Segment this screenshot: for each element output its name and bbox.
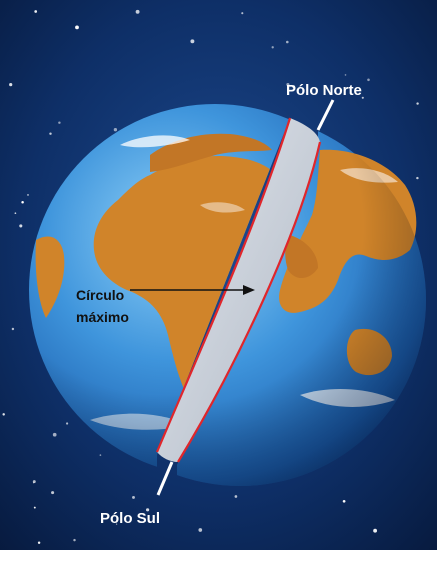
axis-north-segment bbox=[316, 99, 335, 131]
star bbox=[113, 128, 118, 132]
star bbox=[27, 193, 29, 196]
star bbox=[416, 176, 419, 180]
star bbox=[361, 96, 364, 99]
star bbox=[292, 85, 295, 88]
star bbox=[342, 499, 346, 503]
north-pole-label: Pólo Norte bbox=[286, 82, 362, 99]
stars bbox=[2, 9, 419, 545]
star bbox=[286, 82, 290, 87]
star bbox=[66, 422, 69, 425]
star bbox=[198, 528, 203, 532]
star bbox=[416, 102, 419, 105]
axis-south-segment bbox=[156, 461, 174, 496]
star bbox=[135, 9, 140, 14]
star bbox=[52, 432, 57, 437]
star bbox=[73, 538, 76, 542]
star bbox=[32, 482, 35, 484]
star bbox=[146, 508, 150, 512]
star bbox=[286, 40, 289, 44]
star bbox=[241, 12, 244, 15]
star bbox=[21, 200, 24, 204]
star bbox=[49, 132, 52, 135]
star bbox=[19, 224, 23, 228]
star bbox=[271, 46, 274, 49]
star bbox=[373, 528, 377, 533]
star bbox=[115, 523, 118, 525]
star bbox=[344, 74, 347, 76]
star bbox=[9, 83, 13, 87]
star bbox=[99, 454, 102, 456]
star bbox=[37, 541, 41, 545]
star bbox=[234, 495, 238, 498]
star bbox=[2, 413, 5, 416]
south-pole-label: Pólo Sul bbox=[100, 510, 160, 527]
great-circle-arrowhead bbox=[243, 285, 255, 295]
bottom-border bbox=[0, 550, 437, 562]
star bbox=[367, 78, 370, 82]
star bbox=[58, 121, 61, 124]
star bbox=[75, 25, 79, 30]
star bbox=[11, 327, 15, 331]
star bbox=[190, 39, 195, 44]
star bbox=[132, 495, 135, 499]
great-circle-label-line1: Círculo bbox=[76, 287, 124, 303]
cut-edge-left bbox=[155, 117, 292, 453]
star bbox=[34, 10, 38, 13]
star bbox=[14, 212, 17, 215]
cut-edge-right bbox=[177, 141, 322, 463]
star bbox=[33, 506, 36, 509]
great-circle-label-line2: máximo bbox=[76, 309, 129, 325]
star bbox=[51, 491, 55, 495]
